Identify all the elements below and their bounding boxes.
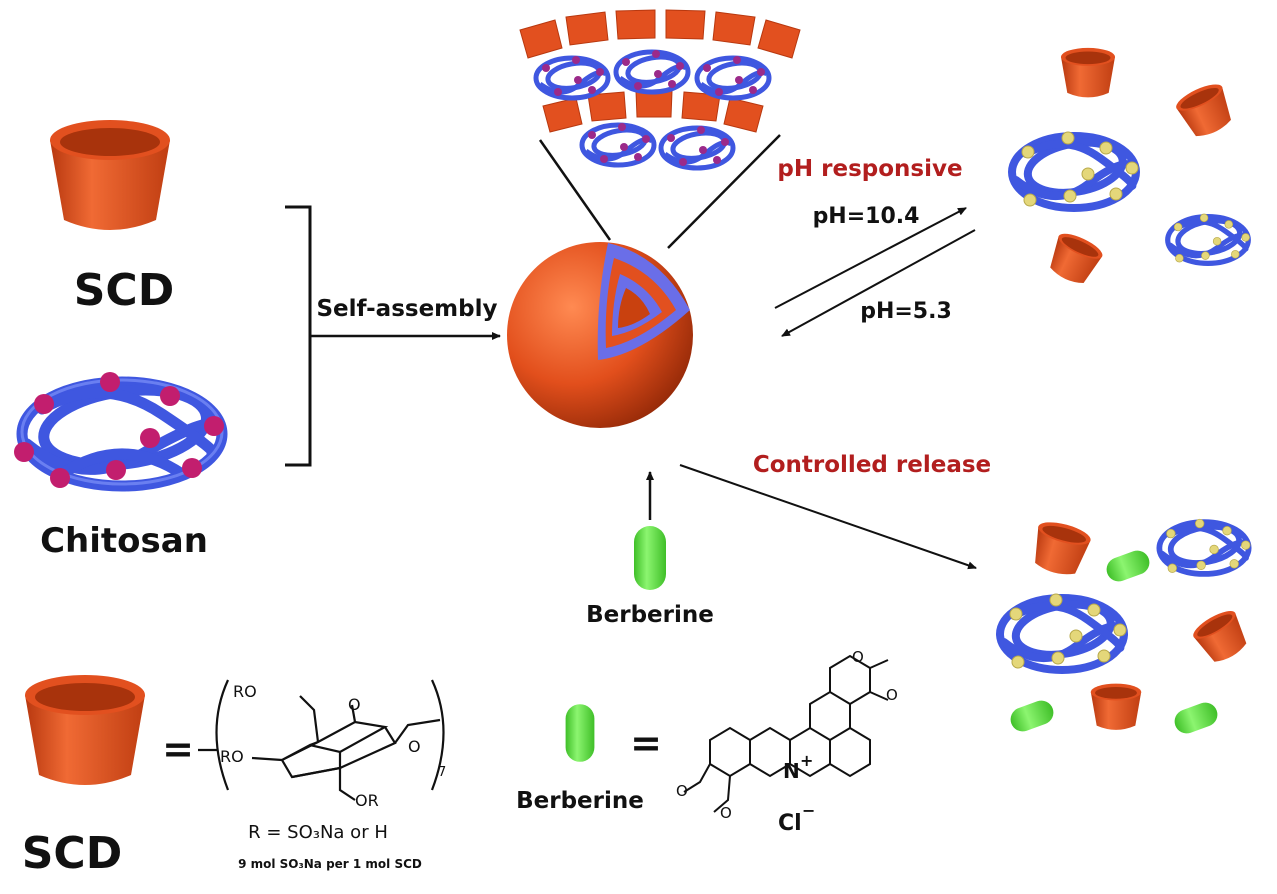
methoxy-o2: O xyxy=(720,804,732,822)
equals-sign-scd: = xyxy=(162,727,194,771)
ph-responsive-label: pH responsive xyxy=(777,156,962,182)
equals-sign-berberine: = xyxy=(630,721,662,765)
ro-mid-label: RO xyxy=(220,747,244,766)
nanoparticle-sphere xyxy=(507,242,693,428)
dioxole-o1: O xyxy=(852,648,864,666)
fan-line-right xyxy=(667,134,781,249)
ring-oxygen-label: O xyxy=(348,695,361,714)
ph-low-label: pH=5.3 xyxy=(860,299,952,324)
scd-cup-top xyxy=(50,120,170,230)
berberine-structure xyxy=(683,654,889,813)
bracket xyxy=(285,205,312,467)
fan-line-left xyxy=(538,139,612,241)
or-bottom-label: OR xyxy=(355,791,379,810)
release-arrow xyxy=(679,464,977,570)
dioxole-o2: O xyxy=(886,686,898,704)
controlled-release-label: Controlled release xyxy=(753,452,991,478)
scd-label-top: SCD xyxy=(74,265,175,316)
berberine-label-center: Berberine xyxy=(586,602,714,628)
ph-forward-arrow xyxy=(774,207,967,309)
shell-fan-top xyxy=(519,9,801,168)
scd-cup-bottom xyxy=(25,675,145,785)
chloride-charge: − xyxy=(802,801,815,820)
ph-reverse-arrow xyxy=(781,229,976,337)
ro-top-label: RO xyxy=(233,682,257,701)
r-definition-label: R = SO₃Na or H xyxy=(248,822,388,843)
mol-note-label: 9 mol SO₃Na per 1 mol SCD xyxy=(238,857,422,871)
disassembled-top-right xyxy=(1012,47,1250,289)
chloride-label: Cl xyxy=(778,811,802,836)
link-oxygen-label: O xyxy=(408,737,421,756)
chitosan-coil-left xyxy=(14,372,224,488)
repeat-subscript: 7 xyxy=(438,765,446,780)
nitrogen-label: N xyxy=(783,759,800,783)
self-assembly-label: Self-assembly xyxy=(316,296,497,322)
methoxy-o1: O xyxy=(676,782,688,800)
berberine-pill-bottom xyxy=(565,704,595,762)
nitrogen-charge: + xyxy=(800,751,813,770)
glucose-unit-structure xyxy=(198,679,445,801)
chitosan-label: Chitosan xyxy=(40,521,208,561)
scd-label-bottom: SCD xyxy=(22,828,123,879)
berberine-pill-center xyxy=(634,526,666,590)
berberine-label-bottom: Berberine xyxy=(516,788,644,814)
released-bottom-right xyxy=(1000,518,1254,737)
ph-high-label: pH=10.4 xyxy=(813,204,920,229)
